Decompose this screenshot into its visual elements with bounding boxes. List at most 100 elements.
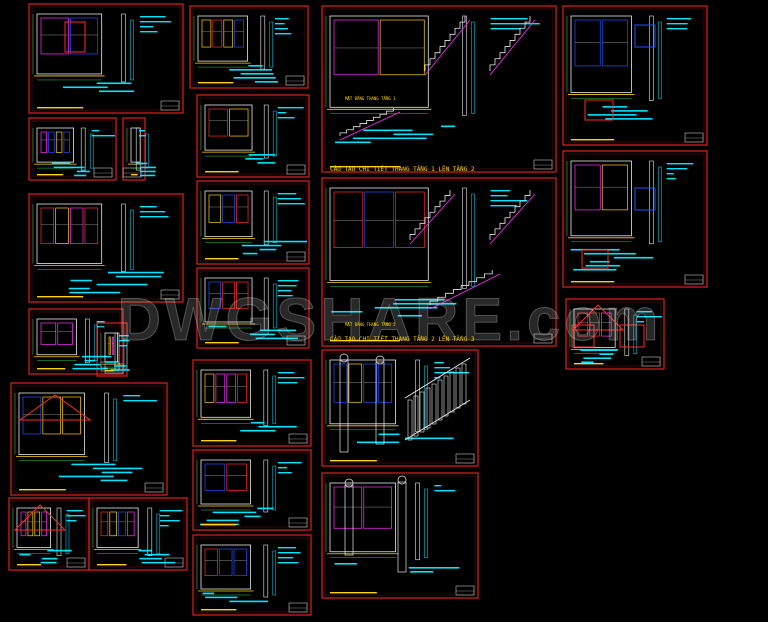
section-column — [263, 104, 269, 159]
panel — [574, 164, 601, 211]
annotation-text — [408, 567, 460, 569]
panel — [63, 131, 70, 153]
annotation-text — [98, 90, 135, 93]
drawing-sheet — [199, 183, 308, 262]
elevation-outline — [329, 359, 396, 425]
stair-profile — [339, 108, 394, 136]
colored-panels — [64, 21, 656, 348]
drawing-caption — [330, 166, 401, 168]
drawing-caption — [201, 440, 237, 442]
panel — [212, 19, 223, 48]
elevation-outline — [204, 104, 253, 151]
annotation-text — [490, 190, 511, 192]
annotation-text — [159, 520, 180, 522]
sheet-inner-border — [31, 6, 181, 111]
annotation-text — [274, 18, 289, 20]
section-detail — [123, 338, 128, 369]
baluster — [413, 395, 419, 437]
panel — [48, 131, 55, 153]
annotation-text — [277, 285, 297, 287]
panel — [62, 396, 81, 435]
panel — [333, 486, 363, 529]
baluster — [419, 391, 425, 433]
annotation-text — [393, 133, 434, 136]
annotation-text — [107, 271, 164, 274]
panel — [40, 17, 69, 55]
baluster — [407, 399, 413, 441]
baluster — [425, 387, 431, 429]
panel — [378, 363, 392, 403]
annotation-text — [581, 361, 594, 363]
panel — [223, 19, 234, 48]
rail-bottom — [404, 399, 471, 441]
section-detail — [269, 21, 274, 68]
section-column — [114, 332, 120, 371]
annotation-text — [263, 240, 308, 243]
section-column — [649, 15, 654, 101]
panel — [34, 511, 41, 537]
annotation-text — [212, 511, 257, 514]
baluster — [437, 379, 443, 421]
elevation-outline — [18, 392, 85, 455]
sheet-frame — [321, 472, 479, 599]
annotation-text — [602, 106, 627, 108]
annotation-text — [91, 135, 115, 137]
annotation-text — [599, 353, 614, 355]
panel — [22, 396, 42, 435]
post-cap — [397, 475, 407, 485]
annotation-text — [277, 382, 298, 384]
drawing-sheet — [91, 500, 185, 568]
annotation-text — [248, 65, 263, 67]
sheet-inner-border — [199, 97, 307, 175]
sheet-frame — [565, 298, 665, 370]
panel — [204, 373, 215, 403]
title-block — [286, 164, 306, 175]
section-column — [147, 507, 153, 556]
annotation-text — [110, 369, 130, 371]
baluster — [449, 371, 455, 413]
annotation-text — [76, 170, 90, 173]
stair-handrail — [424, 19, 471, 76]
annotation-text — [62, 86, 108, 89]
panel — [395, 191, 425, 248]
section-column — [80, 127, 86, 171]
post-cap — [375, 355, 385, 365]
title-block — [684, 274, 704, 285]
annotation-text — [334, 563, 357, 565]
annotation-text — [374, 306, 438, 309]
sheet-frame — [192, 449, 312, 531]
sheet-inner-border — [199, 270, 307, 346]
elevation-outline — [570, 160, 632, 237]
post — [375, 361, 385, 445]
annotation-text — [229, 69, 272, 71]
sheet-frame — [192, 359, 312, 447]
annotation-text — [19, 553, 31, 556]
annotation-text — [229, 600, 268, 603]
section-detail — [633, 314, 638, 354]
section-column — [121, 13, 126, 83]
panel — [574, 19, 601, 67]
annotation-text — [277, 107, 304, 109]
annotation-text — [41, 557, 58, 560]
annotation-text — [136, 162, 148, 165]
panel — [40, 131, 47, 153]
annotation-text — [335, 141, 371, 144]
title-block — [286, 251, 306, 262]
annotation-text — [138, 549, 152, 552]
sheet-inner-border — [31, 311, 121, 372]
section-detail — [471, 193, 475, 287]
panel — [57, 322, 73, 345]
post — [344, 484, 354, 556]
annotation-text — [159, 510, 183, 512]
annotation-text — [100, 479, 128, 482]
annotation-text — [71, 463, 116, 466]
annotation-text — [393, 302, 457, 305]
annotation-text — [352, 137, 427, 140]
title-block — [160, 289, 180, 300]
drawing-sheet — [195, 537, 309, 613]
sheet-frame — [189, 5, 309, 89]
annotation-text — [636, 311, 652, 313]
section-detail — [272, 196, 277, 243]
colored-panel — [634, 187, 656, 211]
section-detail — [658, 21, 662, 99]
